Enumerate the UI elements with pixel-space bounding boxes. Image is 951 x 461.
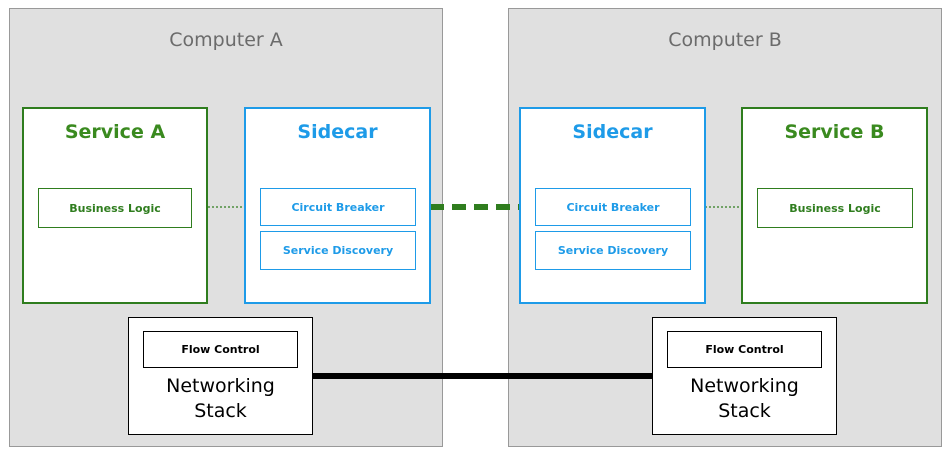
networking-stack-a-label: Networking Stack: [129, 374, 312, 424]
computer-b-title: Computer B: [668, 29, 782, 51]
business-logic-b: Business Logic: [757, 188, 913, 228]
service-b-box: Service B Business Logic: [741, 107, 928, 304]
service-discovery-a: Service Discovery: [260, 231, 416, 270]
networking-stack-b-line2: Stack: [718, 400, 771, 422]
flow-control-a: Flow Control: [143, 331, 298, 368]
networking-stack-a: Flow Control Networking Stack: [128, 317, 313, 435]
circuit-breaker-b: Circuit Breaker: [535, 188, 691, 226]
business-logic-a: Business Logic: [38, 188, 192, 228]
networking-stack-b-label: Networking Stack: [653, 374, 836, 424]
circuit-breaker-a: Circuit Breaker: [260, 188, 416, 226]
networking-stack-b-line1: Networking: [690, 375, 799, 397]
flow-control-b: Flow Control: [667, 331, 822, 368]
service-a-box: Service A Business Logic: [22, 107, 208, 304]
service-discovery-b: Service Discovery: [535, 231, 691, 270]
sidecar-b-title: Sidecar: [572, 121, 653, 143]
service-b-title: Service B: [784, 121, 885, 143]
networking-stack-a-line1: Networking: [166, 375, 275, 397]
service-a-title: Service A: [64, 121, 166, 143]
networking-stack-a-line2: Stack: [194, 400, 247, 422]
sidecar-b-box: Sidecar Circuit Breaker Service Discover…: [519, 107, 706, 304]
sidecar-a-title: Sidecar: [297, 121, 378, 143]
sidecar-a-box: Sidecar Circuit Breaker Service Discover…: [244, 107, 431, 304]
computer-a-title: Computer A: [169, 29, 283, 51]
networking-stack-b: Flow Control Networking Stack: [652, 317, 837, 435]
